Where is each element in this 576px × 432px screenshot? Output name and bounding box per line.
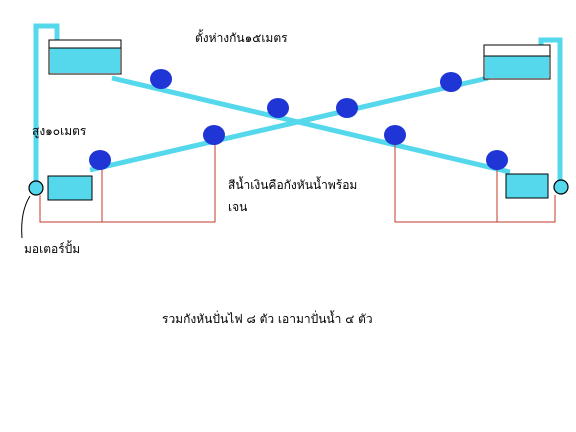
- left-riser-pipe: [33, 23, 60, 185]
- top-left-tank: [48, 39, 122, 75]
- turbine-icon: [384, 125, 406, 145]
- left-wires: [39, 140, 216, 223]
- spacing-label: ตั้งห่างกัน๑๕เมตร: [195, 31, 288, 45]
- motor-pump-label: มอเตอร์ปั้ม: [24, 242, 81, 256]
- diagonal-pipe-left-to-right: [111, 75, 511, 175]
- color-legend-line2: เจน: [228, 200, 248, 214]
- turbine-icon: [203, 125, 225, 145]
- color-legend-line1: สีน้ำเงินคือกังหันน้ำพร้อม: [228, 178, 358, 192]
- motor-pointer: [21, 195, 31, 239]
- bottom-left-pump-box: [47, 175, 93, 201]
- top-right-tank: [483, 44, 551, 80]
- summary-label: รวมกังหันปั่นไฟ ๘ ตัว เอามาปั่นน้ำ ๔ ตัว: [162, 312, 373, 326]
- turbine-icon: [150, 69, 172, 89]
- right-motor-pump-icon: [553, 179, 569, 195]
- right-wires: [394, 140, 556, 223]
- bottom-right-pump-box: [505, 173, 549, 199]
- turbine-icon: [89, 150, 111, 170]
- turbine-icon: [440, 72, 462, 92]
- height-label: สูง๑๐เมตร: [32, 124, 87, 138]
- diagonal-pipe-right-to-left: [89, 75, 489, 173]
- turbine-icon: [336, 98, 358, 118]
- turbine-icon: [486, 150, 508, 170]
- left-motor-pump-icon: [28, 180, 44, 196]
- turbine-icon: [267, 98, 289, 118]
